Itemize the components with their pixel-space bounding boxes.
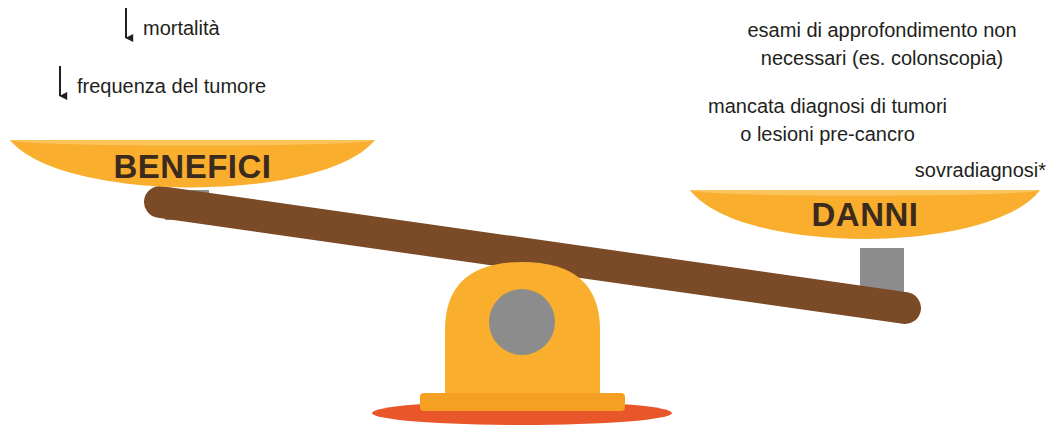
note-label: mortalità	[143, 14, 343, 42]
pan-label: DANNI	[690, 190, 1040, 234]
scale-pan: DANNI	[690, 190, 1040, 254]
pan-label: BENEFICI	[10, 140, 375, 186]
note-label: frequenza del tumore	[77, 72, 337, 100]
note-label: sovradiagnosi*	[870, 156, 1046, 184]
pan-rim	[690, 190, 1040, 196]
note-label: esami di approfondimento non necessari (…	[737, 16, 1027, 72]
pan-shape	[690, 190, 1040, 239]
pan-shape	[10, 140, 375, 187]
fulcrum	[445, 262, 600, 400]
fulcrum-base	[420, 393, 625, 411]
note-label: mancata diagnosi di tumori o lesioni pre…	[705, 92, 950, 148]
down-arrow	[125, 8, 127, 38]
pan-rim	[10, 140, 375, 146]
pivot	[489, 289, 555, 355]
pan-post	[860, 248, 904, 293]
down-arrow	[59, 66, 61, 96]
scale-pan: BENEFICI	[10, 140, 375, 202]
